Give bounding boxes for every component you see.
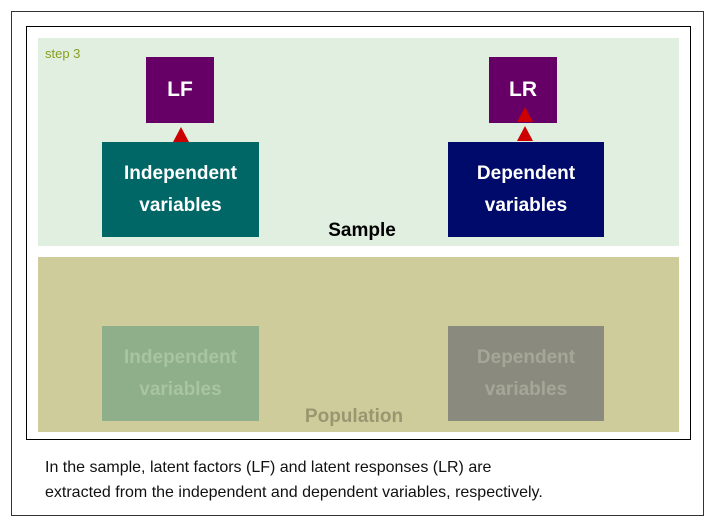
population-caption: Population [304, 406, 404, 427]
step-label: step 3 [45, 46, 81, 61]
caption-line-2: extracted from the independent and depen… [45, 484, 543, 501]
arrow-up-icon [517, 107, 533, 122]
sample-independent-variables-box: Independent variables [102, 142, 259, 237]
population-dependent-variables-box: Dependent variables [448, 326, 604, 421]
caption-line-1: In the sample, latent factors (LF) and l… [45, 459, 492, 476]
lf-box: LF [146, 57, 214, 123]
sample-caption: Sample [328, 220, 396, 241]
population-independent-variables-box: Independent variables [102, 326, 259, 421]
arrow-up-icon [517, 126, 533, 141]
caption-text: In the sample, latent factors (LF) and l… [45, 455, 685, 505]
arrow-up-icon [173, 127, 189, 142]
sample-dependent-variables-box: Dependent variables [448, 142, 604, 237]
